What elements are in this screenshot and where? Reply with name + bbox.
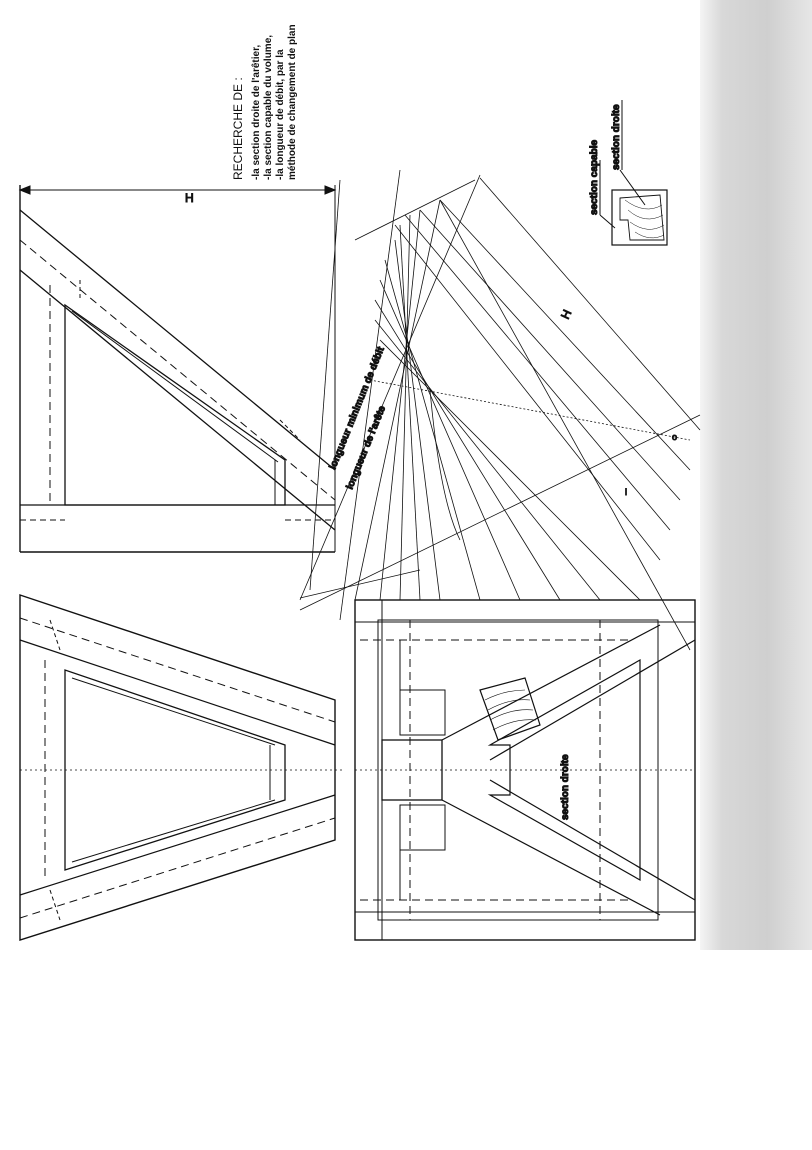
height-label-right: H: [558, 307, 574, 321]
elevation-view: [18, 185, 337, 553]
height-label-left: H: [185, 191, 194, 205]
heading-title: RECHERCHE DE :: [231, 77, 245, 180]
section-detail: [599, 100, 668, 246]
point-o-label: o: [672, 432, 677, 442]
scan-edge-shadow: [700, 0, 812, 950]
section-droite-plan-label: section droite: [560, 754, 571, 820]
section-droite-detail-label: section droite: [611, 104, 622, 170]
construction-lines: [299, 169, 701, 651]
section-capable-label: section capable: [589, 140, 600, 215]
plan-view-left: [19, 594, 345, 941]
heading-line: -la longueur de débit, par la: [275, 49, 286, 180]
plan-view-right: [354, 599, 696, 941]
heading-line: -la section capable du volume,: [263, 35, 274, 180]
heading-block: RECHERCHE DE : -la section droite de l'a…: [231, 24, 298, 180]
heading-line: -la section droite de l'arêtier,: [251, 45, 262, 180]
point-l-label: l: [625, 487, 627, 497]
heading-line: méthode de changement de plan: [287, 24, 298, 180]
